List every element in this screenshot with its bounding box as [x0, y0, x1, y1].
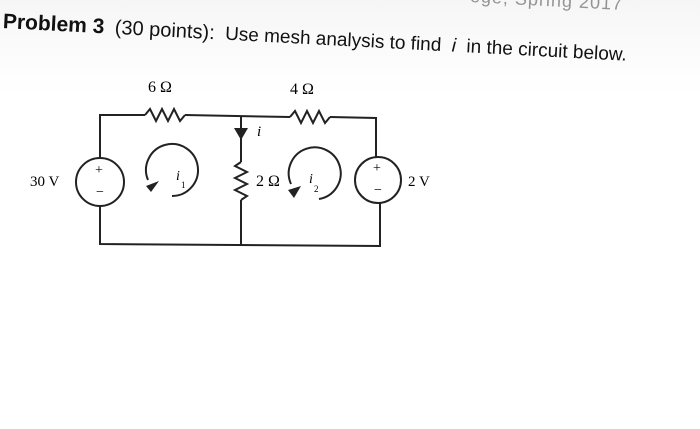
circuit-diagram: 6 Ω 4 Ω 2 Ω 30 V 2 V i i 1 i 2 + − + −	[30, 79, 430, 248]
label-4ohm: 4 Ω	[290, 81, 314, 98]
label-30v: 30 V	[30, 174, 59, 190]
label-6ohm: 6 Ω	[148, 79, 172, 96]
resistor-6ohm	[144, 106, 186, 124]
problem-variable: i	[451, 35, 457, 57]
problem-points: (30 points):	[114, 16, 216, 45]
source1-minus: −	[96, 185, 104, 200]
partial-header-text: ege, Spring 2017	[469, 0, 624, 14]
mesh2-arc	[287, 146, 342, 200]
source2-minus: −	[374, 183, 382, 198]
wire-bottom	[99, 202, 381, 248]
label-mesh2: i	[309, 172, 313, 187]
mesh1-arrowhead	[146, 181, 159, 192]
wire-top-middle	[184, 114, 291, 118]
label-mesh1-sub: 1	[181, 180, 186, 190]
mesh1-arc	[145, 143, 199, 197]
mesh2-arrowhead	[288, 186, 301, 198]
resistor-2ohm	[232, 161, 250, 201]
voltage-source-2v	[354, 156, 402, 204]
current-arrow	[234, 128, 248, 140]
problem-label: Problem 3	[2, 10, 105, 39]
problem-text-before: Use mesh analysis to find	[224, 23, 442, 56]
wire-top-right	[329, 116, 377, 158]
resistor-4ohm	[289, 108, 331, 126]
wire-top-left	[99, 114, 145, 158]
label-mesh2-sub: 2	[314, 184, 319, 194]
label-current-i: i	[257, 124, 261, 140]
source1-plus: +	[95, 163, 103, 178]
label-2ohm: 2 Ω	[256, 173, 280, 190]
source2-plus: +	[373, 161, 381, 176]
label-2v: 2 V	[408, 174, 430, 190]
label-mesh1: i	[176, 169, 180, 184]
